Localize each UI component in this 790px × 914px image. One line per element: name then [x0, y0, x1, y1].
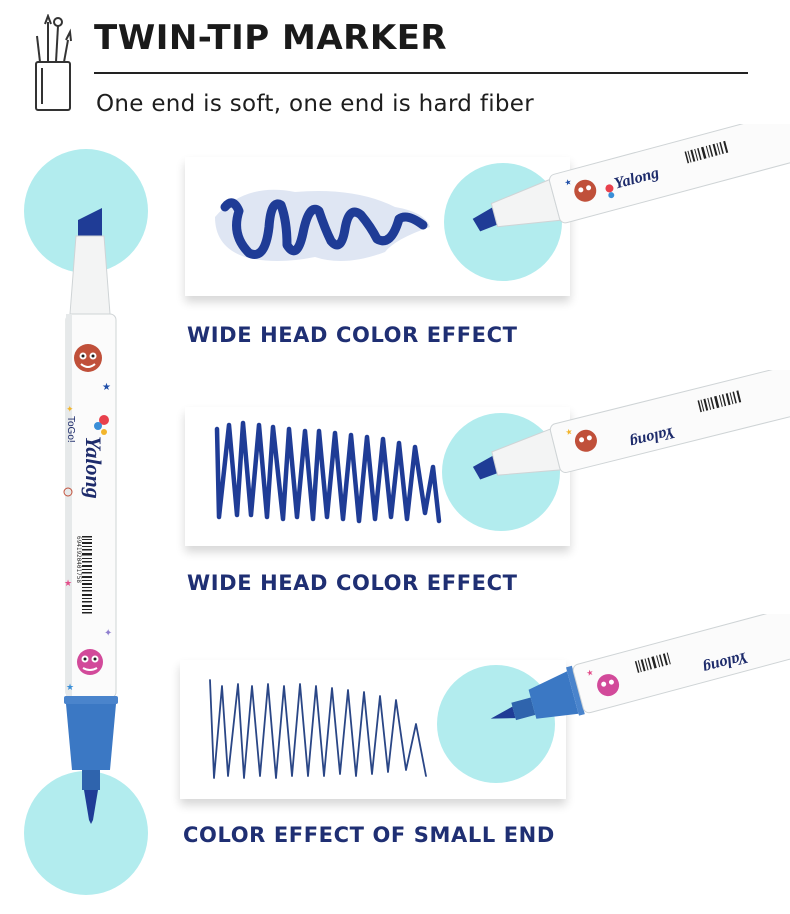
- svg-text:★: ★: [66, 683, 74, 693]
- svg-text:★: ★: [563, 177, 572, 188]
- sample-caption: COLOR EFFECT OF SMALL END: [183, 823, 555, 847]
- ink-swatch: [215, 189, 430, 261]
- svg-text:★: ★: [585, 668, 594, 679]
- ink-swatch: [209, 679, 427, 779]
- svg-text:★: ★: [564, 427, 573, 437]
- marker-chisel-tip-view: Yalong ★: [470, 370, 790, 490]
- sample-caption: WIDE HEAD COLOR EFFECT: [187, 571, 518, 595]
- marker-chisel-tip-view: Yalong ★: [470, 124, 790, 244]
- tip-highlight-circle: [437, 665, 555, 783]
- marker-brush-tip-view: Yalong ★: [486, 614, 790, 734]
- barcode-number: 6941920401758: [75, 536, 82, 583]
- ink-swatch: [214, 420, 442, 524]
- svg-text:★: ★: [102, 382, 111, 393]
- sample-caption: WIDE HEAD COLOR EFFECT: [187, 323, 518, 347]
- twin-tip-marker: Yalong ToGo! ★ ✦ ★ ✦: [52, 196, 130, 836]
- svg-text:★: ★: [64, 579, 72, 589]
- pen-holder-icon: [30, 14, 76, 114]
- page-title: TWIN-TIP MARKER: [94, 18, 448, 58]
- title-divider: [94, 72, 748, 74]
- sub-brand-label: ToGo!: [65, 416, 76, 443]
- svg-text:✦: ✦: [104, 628, 112, 639]
- brand-logo: Yalong: [81, 436, 106, 499]
- svg-text:✦: ✦: [66, 405, 74, 415]
- page-subtitle: One end is soft, one end is hard fiber: [96, 91, 535, 117]
